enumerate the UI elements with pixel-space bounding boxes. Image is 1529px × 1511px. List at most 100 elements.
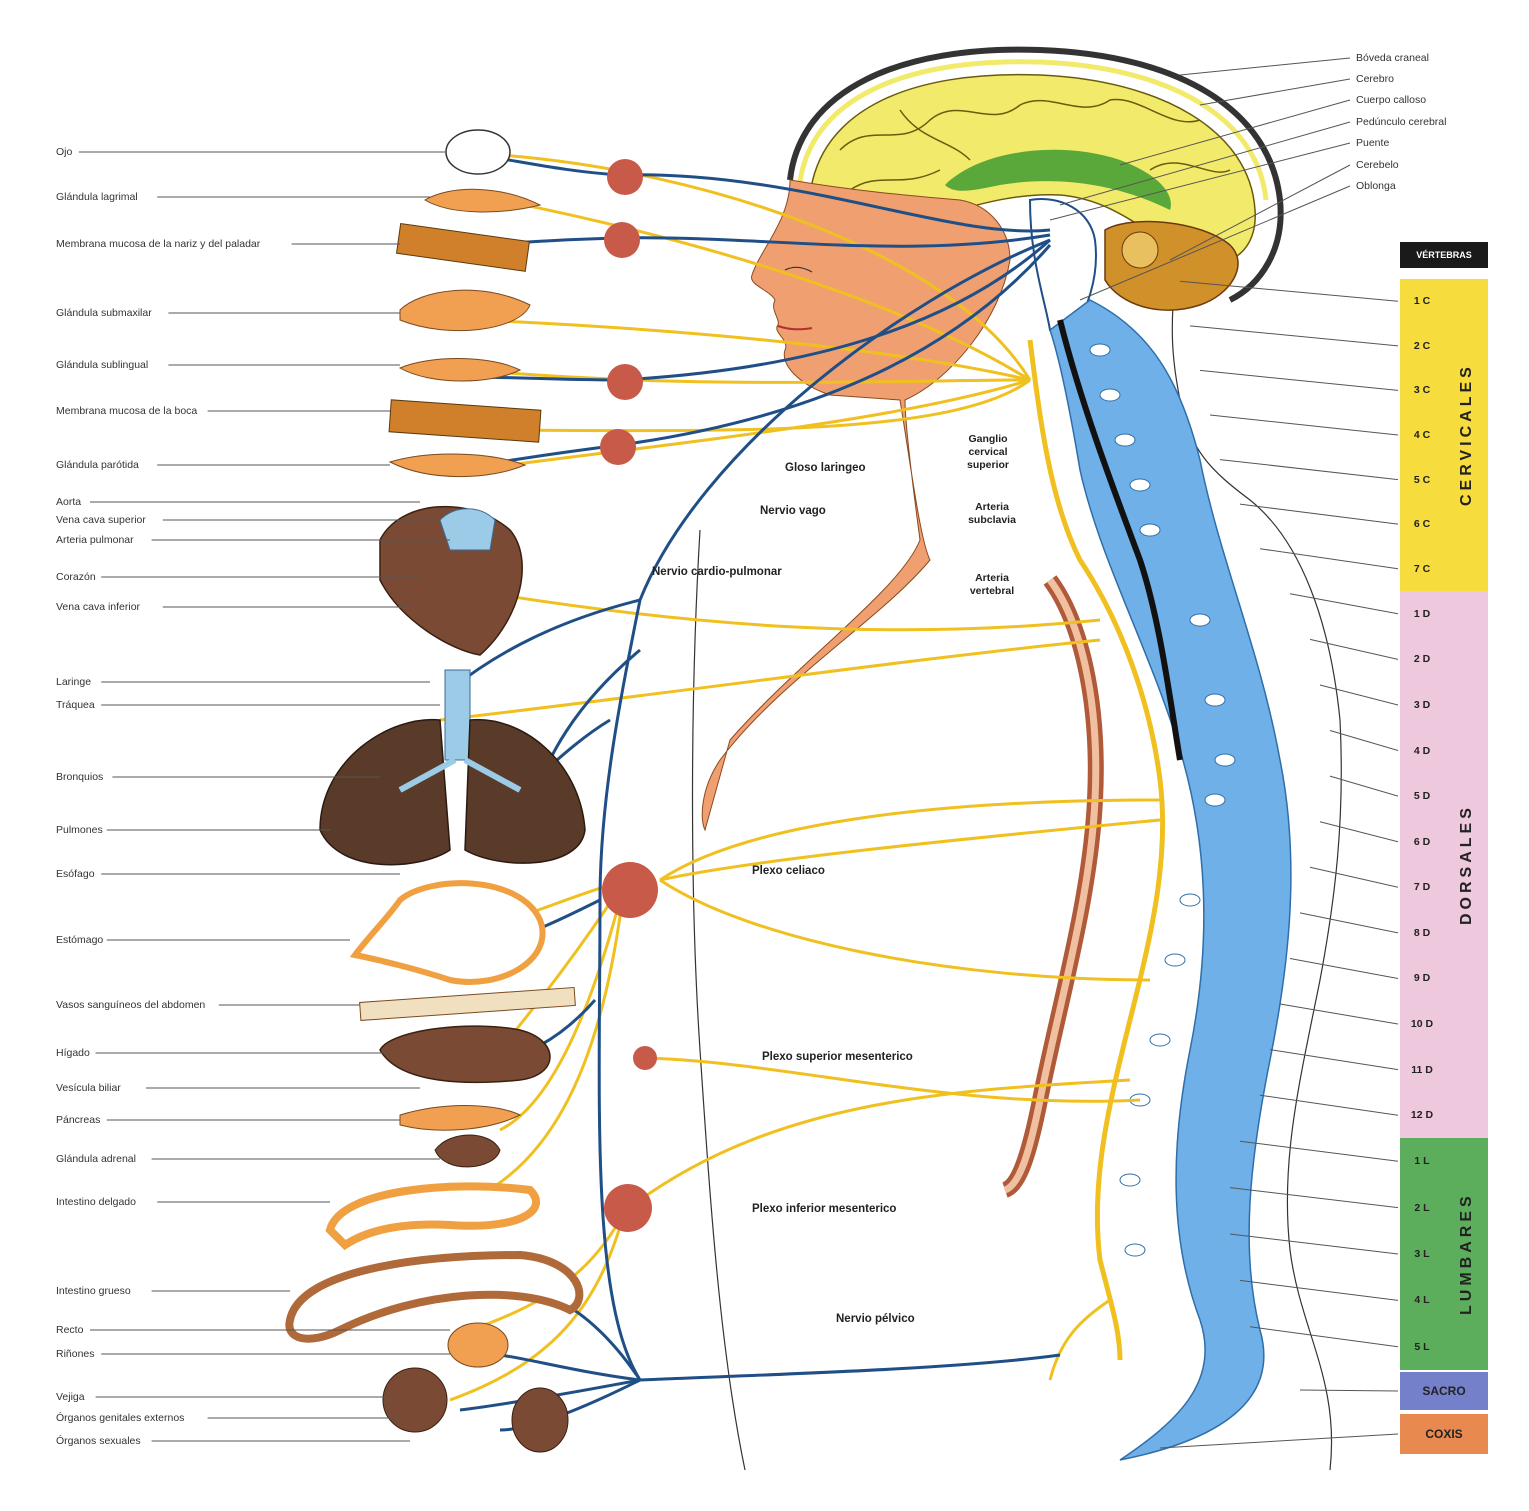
label-plexo-inferior-mesenterico: Plexo inferior mesenterico xyxy=(752,1203,896,1216)
label-organos-genitales: Órganos genitales externos xyxy=(56,1412,184,1424)
label-organos-sexuales: Órganos sexuales xyxy=(56,1435,141,1447)
vertebra-group-name-lumbares: LUMBARES xyxy=(1446,1138,1488,1370)
vertebra-code: 5 D xyxy=(1400,790,1444,802)
label-cuerpo-calloso: Cuerpo calloso xyxy=(1356,94,1426,106)
vertebra-code: 1 C xyxy=(1400,295,1444,307)
vertebra-leader xyxy=(1290,958,1398,978)
label-arteria-pulmonar: Arteria pulmonar xyxy=(56,534,134,546)
sacro-leader xyxy=(1300,1390,1398,1391)
label-vasos-sanguineos: Vasos sanguíneos del abdomen xyxy=(56,999,205,1011)
coxis-segment: COXIS xyxy=(1400,1414,1488,1454)
vertebra-leader xyxy=(1240,504,1398,524)
label-laringe: Laringe xyxy=(56,676,91,688)
vertebra-code: 6 C xyxy=(1400,518,1444,530)
vertebra-code: 8 D xyxy=(1400,927,1444,939)
label-vena-cava-inferior: Vena cava inferior xyxy=(56,601,140,613)
label-higado: Hígado xyxy=(56,1047,90,1059)
vertebra-leader xyxy=(1230,1188,1398,1208)
vertebra-leader xyxy=(1230,1234,1398,1254)
vertebra-code: 4 C xyxy=(1400,429,1444,441)
label-ojo: Ojo xyxy=(56,146,72,158)
vertebra-leader xyxy=(1270,1050,1398,1070)
label-pancreas: Páncreas xyxy=(56,1114,100,1126)
vertebra-leader xyxy=(1310,867,1398,887)
label-nervio-pelvico: Nervio pélvico xyxy=(836,1313,915,1326)
vertebra-code: 1 L xyxy=(1400,1155,1444,1167)
label-membrana-boca: Membrana mucosa de la boca xyxy=(56,405,197,417)
vertebra-group-name-cervicales: CERVICALES xyxy=(1446,279,1488,591)
label-glandula-submaxilar: Glándula submaxilar xyxy=(56,307,152,319)
leader-boveda-craneal xyxy=(1180,58,1350,75)
vertebra-leader xyxy=(1260,1095,1398,1115)
label-glandula-parotida: Glándula parótida xyxy=(56,459,139,471)
label-plexo-superior-mesenterico: Plexo superior mesenterico xyxy=(762,1051,913,1064)
label-nervio-cardio-pulmonar: Nervio cardio-pulmonar xyxy=(652,566,782,579)
label-glandula-sublingual: Glándula sublingual xyxy=(56,359,148,371)
vertebrae-header: VÉRTEBRAS xyxy=(1400,242,1488,268)
vertebra-leader xyxy=(1320,822,1398,842)
vertebra-leader xyxy=(1330,776,1398,796)
label-recto: Recto xyxy=(56,1324,83,1336)
label-pedunculo-cerebral: Pedúnculo cerebral xyxy=(1356,116,1446,128)
vertebra-code: 10 D xyxy=(1400,1018,1444,1030)
label-puente: Puente xyxy=(1356,137,1389,149)
label-arteria-subclavia: Arteria subclavia xyxy=(952,501,1032,527)
vertebra-leader xyxy=(1300,913,1398,933)
label-rinones: Riñones xyxy=(56,1348,95,1360)
vertebra-code: 2 L xyxy=(1400,1202,1444,1214)
label-bronquios: Bronquios xyxy=(56,771,103,783)
pancreas xyxy=(400,1106,520,1131)
vertebra-code: 2 D xyxy=(1400,653,1444,665)
vertebra-leader xyxy=(1210,415,1398,435)
leader-cerebro xyxy=(1200,79,1350,105)
vertebra-leader xyxy=(1290,594,1398,614)
stomach xyxy=(355,883,543,982)
label-nervio-vago: Nervio vago xyxy=(760,505,826,518)
vertebra-leader xyxy=(1330,731,1398,751)
vertebra-code: 3 C xyxy=(1400,384,1444,396)
label-intestino-grueso: Intestino grueso xyxy=(56,1285,131,1297)
lungs xyxy=(320,670,585,865)
label-esofago: Esófago xyxy=(56,868,95,880)
label-corazon: Corazón xyxy=(56,571,96,583)
vertebra-code: 9 D xyxy=(1400,972,1444,984)
label-vena-cava-superior: Vena cava superior xyxy=(56,514,146,526)
vertebra-code: 4 D xyxy=(1400,745,1444,757)
label-boveda-craneal: Bóveda craneal xyxy=(1356,52,1429,64)
vertebra-code: 2 C xyxy=(1400,340,1444,352)
label-pulmones: Pulmones xyxy=(56,824,103,836)
label-ganglio-cervical: Ganglio cervical superior xyxy=(948,433,1028,472)
sacro-segment: SACRO xyxy=(1400,1372,1488,1410)
vertebra-code: 7 D xyxy=(1400,881,1444,893)
vertebra-leader xyxy=(1280,1004,1398,1024)
label-arteria-vertebral: Arteria vertebral xyxy=(952,572,1032,598)
vertebra-code: 11 D xyxy=(1400,1064,1444,1076)
bladder xyxy=(383,1368,447,1432)
label-oblonga: Oblonga xyxy=(1356,180,1396,192)
vertebra-code: 4 L xyxy=(1400,1294,1444,1306)
head-organs xyxy=(389,130,541,477)
front-outline xyxy=(693,530,746,1470)
vertebra-leader xyxy=(1310,639,1398,659)
label-traquea: Tráquea xyxy=(56,699,95,711)
vertebra-leader xyxy=(1200,370,1398,390)
label-gloso-laringeo: Gloso laringeo xyxy=(785,462,866,475)
heart xyxy=(380,507,522,655)
vertebra-code: 5 C xyxy=(1400,474,1444,486)
label-vejiga: Vejiga xyxy=(56,1391,85,1403)
label-plexo-celiaco: Plexo celiaco xyxy=(752,865,825,878)
label-membrana-nariz: Membrana mucosa de la nariz y del palada… xyxy=(56,238,260,250)
label-intestino-delgado: Intestino delgado xyxy=(56,1196,136,1208)
label-aorta: Aorta xyxy=(56,496,81,508)
label-glandula-adrenal: Glándula adrenal xyxy=(56,1153,136,1165)
liver xyxy=(380,1026,550,1082)
vertebra-code: 12 D xyxy=(1400,1109,1444,1121)
vertebra-leader xyxy=(1220,460,1398,480)
small-intestine xyxy=(330,1186,536,1245)
label-cerebro: Cerebro xyxy=(1356,73,1394,85)
large-intestine xyxy=(289,1255,579,1339)
vertebra-code: 3 L xyxy=(1400,1248,1444,1260)
abdominal-vessels xyxy=(360,987,576,1020)
vertebra-leader xyxy=(1240,1141,1398,1161)
